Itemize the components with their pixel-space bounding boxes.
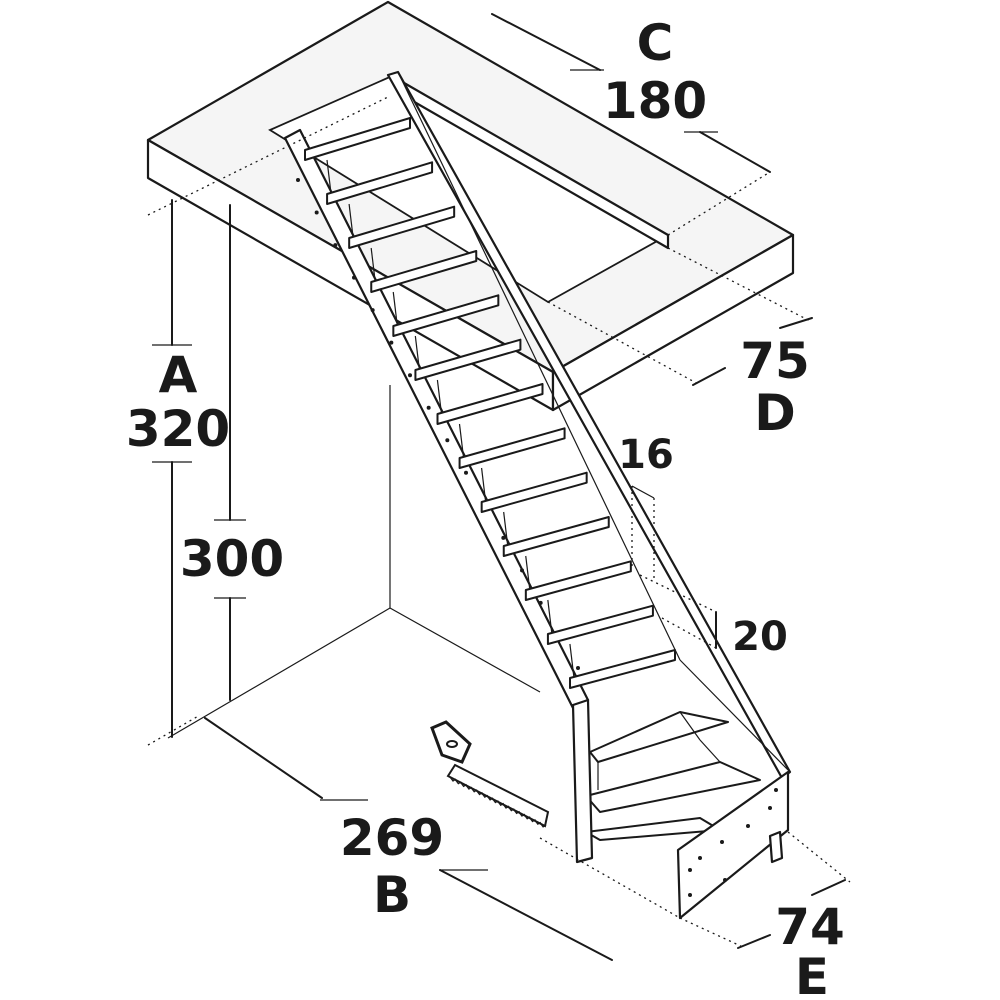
saw-tooth bbox=[476, 790, 483, 796]
stair-riser-line bbox=[458, 423, 465, 459]
dimension-b-letter: B bbox=[373, 866, 411, 924]
dimension-a-value: 320 bbox=[126, 400, 230, 458]
dimension-e bbox=[679, 831, 851, 949]
saw-tooth bbox=[460, 782, 467, 788]
stair-tread bbox=[348, 205, 456, 249]
screw-hole bbox=[768, 806, 772, 810]
screw-hole bbox=[538, 600, 543, 605]
screw-hole bbox=[723, 878, 727, 882]
stair-riser-line bbox=[326, 159, 332, 195]
room-lines bbox=[167, 385, 541, 739]
right-stringer bbox=[386, 70, 792, 780]
saw-tooth bbox=[449, 776, 457, 782]
hand-saw-icon bbox=[430, 720, 550, 828]
screw-hole bbox=[296, 178, 300, 182]
bottom-panel bbox=[676, 770, 790, 920]
stair-tread bbox=[436, 383, 544, 425]
stair-tread bbox=[546, 604, 654, 645]
stair-treads bbox=[304, 117, 676, 689]
stair-riser-line bbox=[436, 379, 443, 415]
stair-tread bbox=[480, 471, 588, 513]
stair-riser-line bbox=[503, 511, 509, 547]
dimension-d bbox=[547, 247, 813, 386]
saw-tooth bbox=[481, 792, 489, 799]
screw-hole bbox=[576, 666, 580, 670]
dimension-a bbox=[147, 95, 391, 746]
screw-hole bbox=[688, 868, 692, 872]
dimension-c-letter: C bbox=[637, 14, 674, 72]
saw-tooth bbox=[513, 809, 520, 815]
stair-riser-line bbox=[414, 335, 421, 371]
screw-hole bbox=[445, 438, 450, 443]
screw-hole bbox=[370, 308, 375, 313]
saw-tooth bbox=[454, 779, 462, 785]
dimension-e-value: 74 bbox=[775, 898, 845, 956]
dimension-floor-height-value: 300 bbox=[180, 530, 284, 588]
stair-riser-line bbox=[547, 599, 553, 635]
saw-tooth bbox=[529, 817, 536, 823]
saw-tooth bbox=[507, 806, 515, 812]
saw-tooth bbox=[539, 822, 547, 828]
tread-thickness-value: 16 bbox=[618, 432, 674, 478]
screw-hole bbox=[774, 788, 778, 792]
stair-tread bbox=[392, 294, 500, 337]
dimension-c bbox=[491, 13, 771, 236]
dimension-a-letter: A bbox=[159, 346, 198, 404]
dimension-c-value: 180 bbox=[603, 72, 707, 130]
stair-riser-line bbox=[569, 643, 575, 679]
stair-tread bbox=[458, 427, 566, 469]
dimension-b bbox=[204, 717, 681, 961]
stair-tread bbox=[304, 117, 411, 161]
saw-tooth bbox=[502, 803, 510, 809]
saw-tooth bbox=[523, 814, 531, 820]
saw-tooth bbox=[534, 819, 542, 826]
stair-tread bbox=[524, 560, 632, 601]
saw-tooth bbox=[518, 811, 526, 817]
stair-riser-line bbox=[525, 555, 531, 591]
dimension-d-value: 75 bbox=[740, 332, 810, 390]
screw-hole bbox=[426, 405, 431, 410]
dimension-b-value: 269 bbox=[340, 809, 444, 867]
screw-hole bbox=[389, 340, 394, 345]
saw-tooth bbox=[486, 795, 494, 801]
stair-riser-line bbox=[348, 203, 354, 239]
stair-tread bbox=[326, 161, 434, 205]
dimension-e-letter: E bbox=[795, 948, 829, 1000]
rise-value: 20 bbox=[732, 614, 788, 660]
screw-hole bbox=[464, 470, 468, 475]
saw-tooth bbox=[470, 787, 478, 793]
screw-hole bbox=[408, 373, 412, 378]
screw-hole bbox=[688, 893, 692, 897]
screw-hole bbox=[698, 856, 702, 860]
dimension-floor-height bbox=[214, 204, 246, 701]
screw-hole bbox=[520, 568, 524, 573]
stair-tread bbox=[569, 649, 676, 689]
screw-hole bbox=[352, 275, 356, 280]
dimension-tread-thickness bbox=[631, 485, 655, 582]
screw-hole bbox=[333, 243, 338, 248]
stair-tread bbox=[414, 338, 522, 381]
saw-tooth bbox=[497, 800, 505, 807]
stair-riser-line bbox=[480, 467, 487, 503]
dimension-d-letter: D bbox=[754, 384, 796, 442]
screw-hole bbox=[720, 840, 724, 844]
stair-tread bbox=[370, 250, 478, 293]
screw-hole bbox=[746, 824, 750, 828]
winder-treads bbox=[585, 711, 761, 841]
screw-hole bbox=[314, 210, 319, 215]
stair-riser-line bbox=[370, 247, 376, 283]
stair-riser-line bbox=[392, 291, 398, 327]
saw-tooth bbox=[465, 784, 473, 790]
saw-tooth bbox=[491, 798, 499, 804]
newel-post bbox=[571, 698, 594, 864]
stair-tread bbox=[502, 516, 610, 557]
dimension-rise bbox=[639, 574, 717, 649]
screw-hole bbox=[501, 535, 506, 540]
